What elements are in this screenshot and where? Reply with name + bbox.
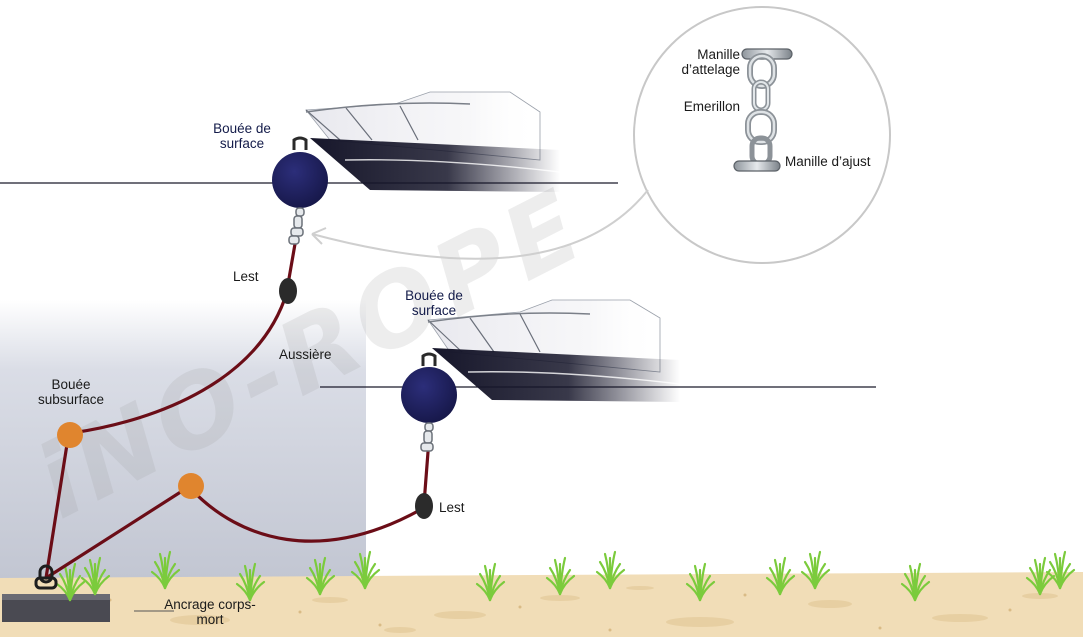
label-shackle-bottom: Manille d’ajust xyxy=(785,154,871,169)
seagrass-tuft xyxy=(475,562,506,602)
label-anchor: Ancrage corps-mort xyxy=(164,597,256,627)
boat-2 xyxy=(427,299,681,402)
seagrass xyxy=(55,550,1076,602)
rope-anchor-to-buoy2 xyxy=(44,484,192,580)
seagrass-tuft xyxy=(900,562,931,602)
label-lest-1: Lest xyxy=(233,269,259,284)
chain-hardware-1 xyxy=(288,207,305,245)
shackle-bottom-icon xyxy=(733,160,781,172)
aussiere-rope xyxy=(70,290,289,435)
boat-1 xyxy=(305,91,561,192)
label-subsurface-buoy: Bouée subsurface xyxy=(37,377,105,407)
seagrass-tuft xyxy=(595,550,626,590)
chain-hardware-2 xyxy=(420,422,434,452)
seagrass-tuft xyxy=(55,562,86,602)
callout-arrow xyxy=(311,189,649,260)
lest-weight-2 xyxy=(415,493,433,519)
detail-callout-circle xyxy=(633,6,891,264)
seagrass-tuft xyxy=(350,550,381,590)
seagrass-tuft xyxy=(1045,550,1076,590)
chain-detail xyxy=(733,48,793,172)
subsurface-buoy-2 xyxy=(178,473,204,499)
subsurface-buoy-1 xyxy=(57,422,83,448)
surface-buoy-2 xyxy=(401,352,457,452)
anchor-shackle-icon xyxy=(34,564,58,590)
seagrass-tuft xyxy=(80,556,111,596)
seagrass-tuft xyxy=(235,562,266,602)
label-aussiere: Aussière xyxy=(279,347,332,362)
seagrass-tuft xyxy=(800,550,831,590)
surface-buoy-1 xyxy=(272,136,328,245)
lest-weight-1 xyxy=(279,278,297,304)
label-shackle-top: Manille d’attelage xyxy=(681,47,740,77)
seagrass-tuft xyxy=(685,562,716,602)
label-lest-2: Lest xyxy=(439,500,465,515)
sand-texture xyxy=(38,586,1058,633)
label-swivel: Emerillon xyxy=(683,99,740,114)
seagrass-tuft xyxy=(765,556,796,596)
label-surface-buoy-2: Bouée de surface xyxy=(405,288,463,318)
seabed xyxy=(0,572,1083,637)
rope-subsurface-to-anchor xyxy=(44,436,70,580)
rope-buoy2-to-lest2 xyxy=(190,488,422,543)
seagrass-tuft xyxy=(545,556,576,596)
label-surface-buoy-1: Bouée de surface xyxy=(213,121,271,151)
seagrass-tuft xyxy=(305,556,336,596)
seagrass-tuft xyxy=(150,550,181,590)
